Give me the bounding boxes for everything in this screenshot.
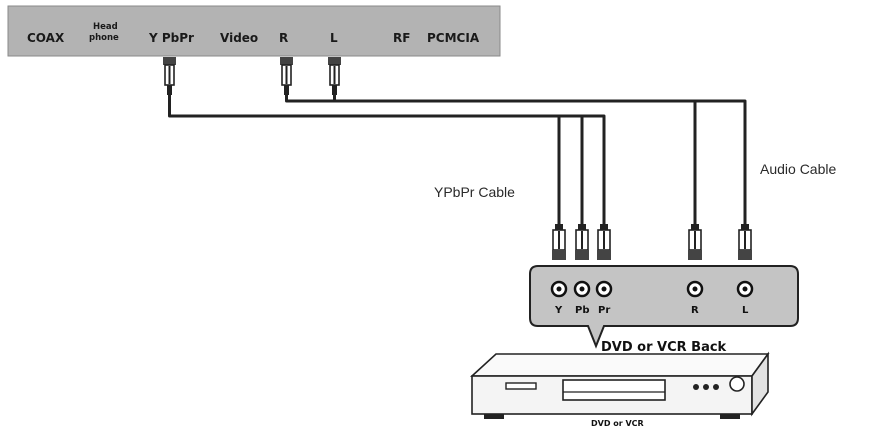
ypbpr-cable-label: YPbPr Cable bbox=[434, 184, 515, 200]
dvd-plug-pr bbox=[597, 224, 611, 260]
jack-label-r: R bbox=[691, 305, 699, 316]
port-label-headphone-line2: phone bbox=[89, 33, 119, 43]
port-label-r: R bbox=[279, 31, 288, 45]
jack-label-y: Y bbox=[554, 305, 563, 316]
dvd-power-knob-icon bbox=[729, 376, 745, 392]
jack-r bbox=[686, 280, 704, 298]
jack-label-l: L bbox=[742, 305, 749, 316]
port-label-video: Video bbox=[220, 31, 258, 45]
dvd-plug-y bbox=[552, 224, 566, 260]
dvd-plug-l bbox=[738, 224, 752, 260]
dvd-player: DVD or VCR bbox=[469, 351, 770, 428]
dvd-disc-tray bbox=[562, 379, 666, 401]
jack-y bbox=[550, 280, 568, 298]
port-label-l: L bbox=[330, 31, 338, 45]
tv-panel-background bbox=[7, 5, 501, 57]
jack-pb bbox=[573, 280, 591, 298]
port-label-headphone-line1: Head bbox=[93, 22, 118, 32]
jack-label-pr: Pr bbox=[598, 305, 610, 316]
ypbpr-cable bbox=[168, 95, 606, 225]
dvd-foot bbox=[720, 414, 740, 419]
back-panel-callout-shape bbox=[529, 265, 799, 349]
jack-l bbox=[736, 280, 754, 298]
dvd-foot bbox=[484, 414, 504, 419]
port-label-coax: COAX bbox=[27, 31, 65, 45]
dvd-plug-r bbox=[688, 224, 702, 260]
dvd-player-side bbox=[751, 351, 769, 417]
dvd-plug-pb bbox=[575, 224, 589, 260]
dvd-back-panel: Y Pb Pr R L bbox=[529, 265, 799, 349]
audio-cable bbox=[285, 95, 747, 225]
dvd-button-icon bbox=[713, 384, 719, 390]
jack-pr bbox=[595, 280, 613, 298]
dvd-player-top bbox=[469, 353, 770, 377]
dvd-player-label: DVD or VCR bbox=[591, 419, 644, 428]
tv-plug-audio-r bbox=[280, 57, 293, 95]
dvd-back-title: DVD or VCR Back bbox=[601, 340, 727, 355]
port-label-rf: RF bbox=[393, 31, 410, 45]
dvd-display bbox=[505, 382, 537, 390]
tv-plug-audio-l bbox=[328, 57, 341, 95]
tv-plug-ypbpr bbox=[163, 57, 176, 95]
jack-label-pb: Pb bbox=[575, 305, 590, 316]
dvd-button-icon bbox=[693, 384, 699, 390]
dvd-button-icon bbox=[703, 384, 709, 390]
port-label-ypbpr: Y PbPr bbox=[148, 31, 194, 45]
tv-connector-panel: COAX Head phone Y PbPr Video R L RF PCMC… bbox=[7, 5, 501, 57]
port-label-pcmcia: PCMCIA bbox=[427, 31, 480, 45]
audio-cable-label: Audio Cable bbox=[760, 161, 836, 177]
